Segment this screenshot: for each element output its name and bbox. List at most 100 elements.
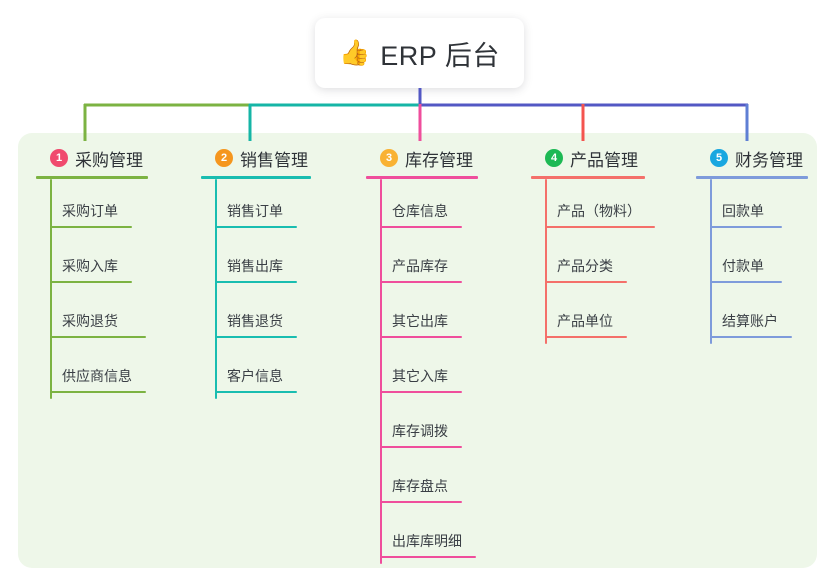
leaf-label: 其它入库 — [392, 368, 448, 384]
leaf-label: 销售出库 — [227, 258, 283, 274]
leaf-underline — [380, 336, 462, 338]
column-underline-5 — [696, 176, 808, 179]
thumbs-up-icon: 👍 — [339, 38, 371, 67]
leaf-item[interactable]: 产品（物料） — [531, 179, 655, 234]
leaf-item[interactable]: 采购订单 — [36, 179, 148, 234]
leaf-item[interactable]: 其它入库 — [366, 344, 478, 399]
column-underline-1 — [36, 176, 148, 179]
leaf-item[interactable]: 仓库信息 — [366, 179, 478, 234]
leaf-underline — [50, 226, 132, 228]
leaf-label: 采购入库 — [62, 258, 118, 274]
leaf-item[interactable]: 客户信息 — [201, 344, 311, 399]
leaf-item[interactable]: 销售订单 — [201, 179, 311, 234]
leaf-label: 其它出库 — [392, 313, 448, 329]
leaf-label: 回款单 — [722, 203, 764, 219]
leaf-underline — [380, 226, 462, 228]
leaf-underline — [545, 281, 627, 283]
leaf-underline — [380, 281, 462, 283]
column-2: 2 销售管理销售订单销售出库销售退货客户信息 — [201, 145, 311, 399]
column-badge-icon-3: 3 — [380, 149, 398, 167]
leaf-label: 产品单位 — [557, 313, 613, 329]
column-header-4[interactable]: 4 产品管理 — [531, 145, 645, 171]
leaf-label: 采购订单 — [62, 203, 118, 219]
leaf-underline — [50, 391, 146, 393]
leaf-list-3: 仓库信息产品库存其它出库其它入库库存调拨库存盘点出库库明细 — [366, 179, 478, 564]
column-badge-icon-2: 2 — [215, 149, 233, 167]
column-title-5: 财务管理 — [735, 150, 803, 170]
leaf-underline — [710, 281, 782, 283]
leaf-item[interactable]: 采购退货 — [36, 289, 148, 344]
leaf-underline — [50, 336, 146, 338]
leaf-label: 产品（物料） — [557, 203, 641, 219]
root-node-content: 👍 ERP 后台 — [339, 34, 500, 73]
column-header-1[interactable]: 1 采购管理 — [36, 145, 148, 171]
leaf-item[interactable]: 结算账户 — [696, 289, 808, 344]
column-spine-2 — [215, 179, 217, 399]
column-header-2[interactable]: 2 销售管理 — [201, 145, 311, 171]
leaf-list-5: 回款单付款单结算账户 — [696, 179, 808, 344]
leaf-item[interactable]: 销售退货 — [201, 289, 311, 344]
column-badge-icon-4: 4 — [545, 149, 563, 167]
leaf-list-4: 产品（物料） 产品分类产品单位 — [531, 179, 655, 344]
leaf-underline — [215, 226, 297, 228]
column-badge-icon-1: 1 — [50, 149, 68, 167]
leaf-label: 结算账户 — [722, 313, 778, 329]
leaf-underline — [710, 336, 792, 338]
leaf-label: 库存调拨 — [392, 423, 448, 439]
leaf-item[interactable]: 付款单 — [696, 234, 808, 289]
leaf-label: 产品库存 — [392, 258, 448, 274]
leaf-label: 客户信息 — [227, 368, 283, 384]
leaf-underline — [545, 226, 655, 228]
leaf-item[interactable]: 回款单 — [696, 179, 808, 234]
column-title-3: 库存管理 — [405, 150, 473, 170]
column-4: 4 产品管理产品（物料） 产品分类产品单位 — [531, 145, 655, 344]
leaf-label: 销售退货 — [227, 313, 283, 329]
column-5: 5 财务管理回款单付款单结算账户 — [696, 145, 808, 344]
column-3: 3 库存管理仓库信息产品库存其它出库其它入库库存调拨库存盘点出库库明细 — [366, 145, 478, 564]
column-spine-1 — [50, 179, 52, 399]
leaf-label: 出库库明细 — [392, 533, 462, 549]
column-underline-2 — [201, 176, 311, 179]
column-header-3[interactable]: 3 库存管理 — [366, 145, 478, 171]
leaf-label: 仓库信息 — [392, 203, 448, 219]
column-spine-5 — [710, 179, 712, 344]
leaf-label: 采购退货 — [62, 313, 118, 329]
root-title: ERP 后台 — [380, 40, 500, 71]
leaf-item[interactable]: 采购入库 — [36, 234, 148, 289]
column-title-2: 销售管理 — [240, 150, 308, 170]
column-title-1: 采购管理 — [75, 150, 143, 170]
leaf-underline — [710, 226, 782, 228]
leaf-underline — [50, 281, 132, 283]
leaf-underline — [380, 501, 462, 503]
leaf-item[interactable]: 产品单位 — [531, 289, 645, 344]
leaf-label: 供应商信息 — [62, 368, 132, 384]
column-badge-icon-5: 5 — [710, 149, 728, 167]
leaf-item[interactable]: 其它出库 — [366, 289, 478, 344]
leaf-label: 销售订单 — [227, 203, 283, 219]
leaf-item[interactable]: 产品库存 — [366, 234, 478, 289]
leaf-item[interactable]: 库存调拨 — [366, 399, 478, 454]
leaf-item[interactable]: 产品分类 — [531, 234, 645, 289]
leaf-underline — [215, 391, 297, 393]
leaf-underline — [215, 336, 297, 338]
column-title-4: 产品管理 — [570, 150, 638, 170]
column-underline-3 — [366, 176, 478, 179]
leaf-label: 产品分类 — [557, 258, 613, 274]
root-node[interactable]: 👍 ERP 后台 — [315, 18, 524, 88]
column-spine-4 — [545, 179, 547, 344]
leaf-item[interactable]: 库存盘点 — [366, 454, 478, 509]
leaf-item[interactable]: 销售出库 — [201, 234, 311, 289]
leaf-underline — [380, 556, 476, 558]
leaf-list-2: 销售订单销售出库销售退货客户信息 — [201, 179, 311, 399]
leaf-item[interactable]: 供应商信息 — [36, 344, 148, 399]
leaf-list-1: 采购订单采购入库采购退货供应商信息 — [36, 179, 148, 399]
leaf-underline — [380, 391, 462, 393]
column-header-5[interactable]: 5 财务管理 — [696, 145, 808, 171]
leaf-underline — [545, 336, 627, 338]
leaf-underline — [215, 281, 297, 283]
leaf-label: 库存盘点 — [392, 478, 448, 494]
leaf-underline — [380, 446, 462, 448]
leaf-item[interactable]: 出库库明细 — [366, 509, 478, 564]
content-panel — [18, 133, 817, 568]
